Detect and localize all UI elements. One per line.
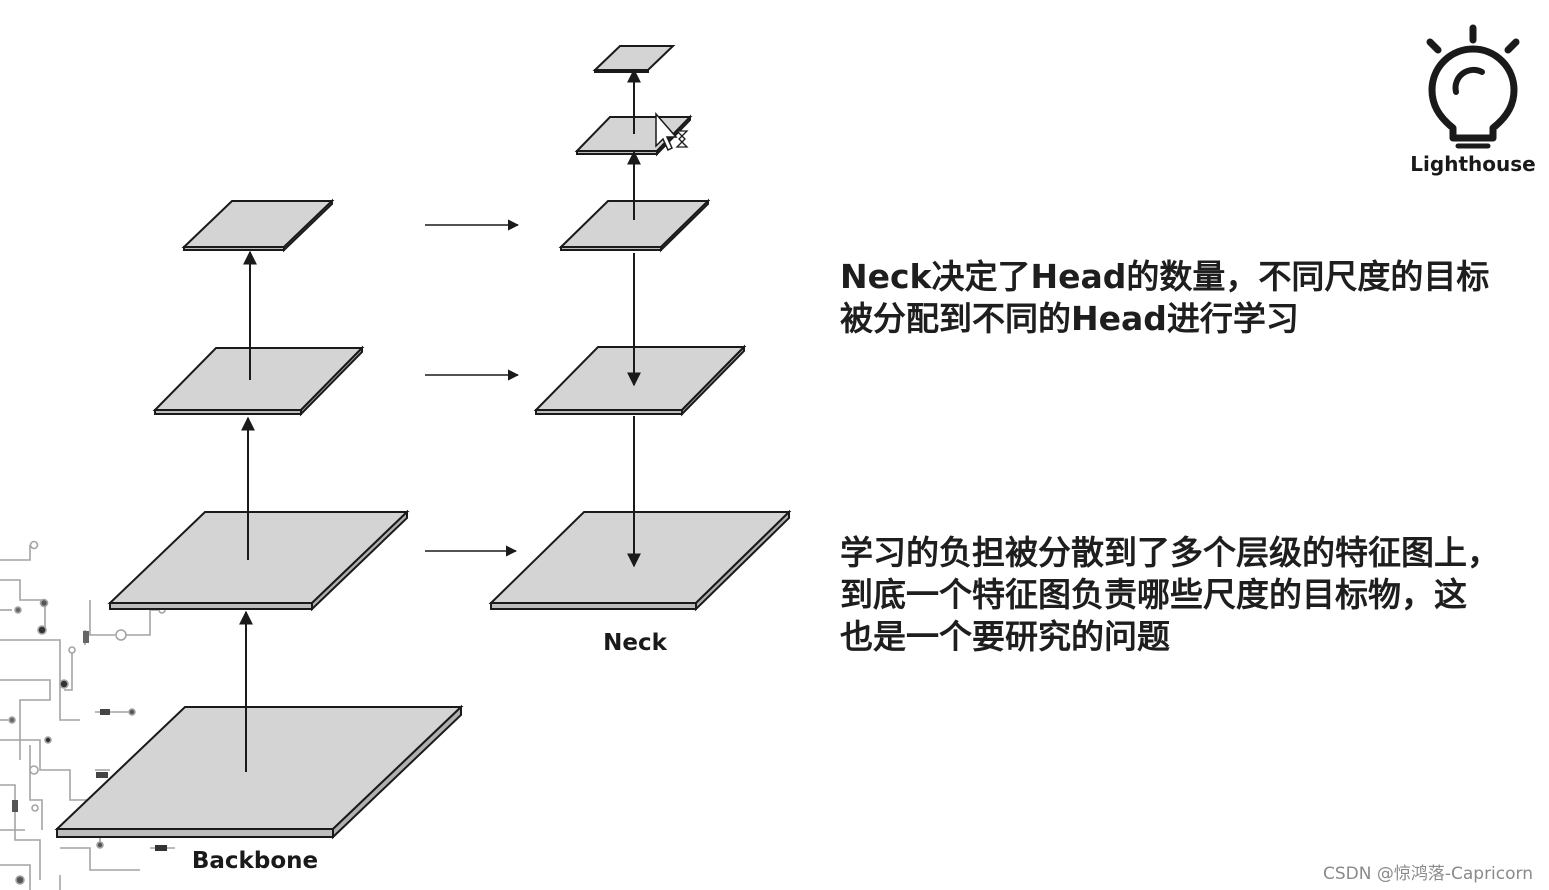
- text-line: 到底一个特征图负责哪些尺度的目标物，这: [840, 575, 1467, 614]
- text-line: 学习的负担被分散到了多个层级的特征图上，: [840, 533, 1500, 572]
- neck-plane-level-3: [558, 198, 711, 253]
- text-line: 被分配到不同的Head进行学习: [840, 299, 1299, 338]
- backbone-plane-level-1: [54, 704, 464, 840]
- lateral-connections: [425, 219, 520, 557]
- watermark: CSDN @惊鸿落-Capricorn: [1322, 864, 1533, 884]
- learning-burden-explanation: 学习的负担被分散到了多个层级的特征图上， 到底一个特征图负责哪些尺度的目标物，这…: [840, 532, 1540, 658]
- neck-pyramid: [488, 45, 792, 612]
- neck-plane-level-2: [533, 344, 747, 417]
- circuit-decoration: [0, 540, 175, 890]
- backbone-plane-level-3: [152, 345, 365, 417]
- lightbulb-icon: [1426, 24, 1520, 149]
- logo-wordmark: Lighthouse: [1410, 152, 1536, 176]
- backbone-label: Backbone: [192, 848, 318, 874]
- backbone-plane-level-4: [181, 198, 335, 253]
- neck-plane-level-1: [488, 509, 792, 612]
- text-line: Neck决定了Head的数量，不同尺度的目标: [840, 257, 1490, 296]
- backbone-plane-level-2: [107, 509, 410, 612]
- neck-plane-level-5: [592, 45, 676, 73]
- mouse-cursor-icon: [655, 111, 689, 152]
- neck-label: Neck: [603, 630, 667, 656]
- neck-head-explanation: Neck决定了Head的数量，不同尺度的目标 被分配到不同的Head进行学习: [840, 256, 1540, 340]
- text-line: 也是一个要研究的问题: [840, 617, 1170, 656]
- backbone-pyramid: [54, 198, 464, 840]
